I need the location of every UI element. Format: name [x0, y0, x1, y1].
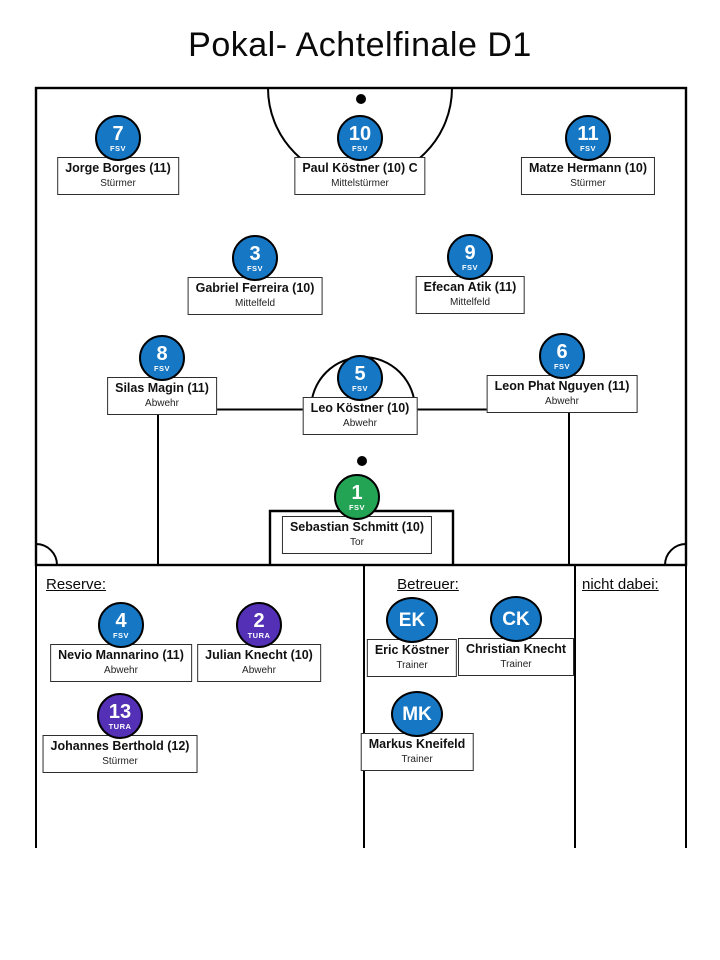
player-role: Trainer [396, 659, 428, 671]
player-club-label: FSV [351, 143, 369, 153]
player-badge: 10 FSV [337, 115, 383, 161]
player-badge: 5 FSV [337, 355, 383, 401]
player-badge: MK [391, 691, 443, 737]
page-title: Pokal- Achtelfinale D1 [188, 26, 532, 64]
player-club-label: TURA [247, 630, 271, 640]
player-number: 13 [108, 700, 132, 723]
player-club-label: FSV [153, 363, 171, 373]
player-label: Leo Köstner (10) Abwehr [302, 397, 418, 435]
player-club-label: FSV [112, 630, 130, 640]
player-name: Paul Köstner (10) C [302, 161, 418, 175]
reserve-heading: Reserve: [46, 576, 107, 593]
player-label: Silas Magin (11) Abwehr [107, 377, 217, 415]
penalty-spot [357, 456, 367, 466]
player-label: Eric Köstner Trainer [366, 639, 458, 677]
player-badge: 6 FSV [539, 333, 585, 379]
player-club-label: FSV [461, 262, 479, 272]
player-number: 11 [577, 122, 599, 145]
player-label: Leon Phat Nguyen (11) Abwehr [486, 375, 638, 413]
player-label: Sebastian Schmitt (10) Tor [281, 516, 433, 554]
player-label: Julian Knecht (10) Abwehr [197, 644, 321, 682]
player-role: Trainer [500, 658, 532, 670]
player-label: Efecan Atik (11) Mittelfeld [415, 276, 525, 314]
player-name: Silas Magin (11) [115, 381, 209, 395]
player-number: MK [402, 703, 432, 725]
player-number: 5 [354, 362, 366, 385]
player-number: 3 [249, 242, 261, 265]
field-border [34, 86, 688, 567]
player-club-label: FSV [109, 143, 127, 153]
player-badge: 2 TURA [236, 602, 282, 648]
player-name: Jorge Borges (11) [65, 161, 171, 175]
player-badge: 8 FSV [139, 335, 185, 381]
player-badge: 9 FSV [447, 234, 493, 280]
player-name: Sebastian Schmitt (10) [289, 520, 425, 534]
player-name: Nevio Mannarino (11) [58, 648, 184, 662]
player-role: Abwehr [145, 397, 179, 409]
player-number: 7 [112, 122, 124, 145]
betreuer-heading: Betreuer: [397, 576, 459, 593]
player-number: 1 [351, 481, 363, 504]
player-name: Leo Köstner (10) [310, 401, 410, 415]
player-label: Markus Kneifeld Trainer [360, 733, 474, 771]
player-badge: 4 FSV [98, 602, 144, 648]
player-role: Stürmer [570, 177, 606, 189]
player-club-label: FSV [246, 263, 264, 273]
player-role: Mittelstürmer [331, 177, 389, 189]
player-badge: CK [490, 596, 542, 642]
player-role: Stürmer [100, 177, 136, 189]
player-badge: 7 FSV [95, 115, 141, 161]
player-label: Christian Knecht Trainer [457, 638, 575, 676]
player-label: Johannes Berthold (12) Stürmer [42, 735, 198, 773]
player-role: Abwehr [104, 664, 138, 676]
player-name: Leon Phat Nguyen (11) [494, 379, 630, 393]
player-number: 6 [556, 340, 568, 363]
player-role: Abwehr [343, 417, 377, 429]
player-role: Trainer [401, 753, 433, 765]
player-role: Stürmer [102, 755, 138, 767]
player-badge: 13 TURA [97, 693, 143, 739]
player-club-label: TURA [108, 721, 132, 731]
nicht-dabei-heading: nicht dabei: [582, 576, 659, 593]
player-number: 10 [348, 122, 372, 145]
player-label: Gabriel Ferreira (10) Mittelfeld [187, 277, 323, 315]
player-club-label: FSV [351, 383, 369, 393]
player-number: 9 [464, 241, 476, 264]
player-role: Abwehr [242, 664, 276, 676]
player-number: 8 [156, 342, 168, 365]
player-name: Gabriel Ferreira (10) [195, 281, 315, 295]
kickoff-spot [356, 94, 366, 104]
player-club-label: FSV [553, 361, 571, 371]
player-badge: EK [386, 597, 438, 643]
player-club-label: FSV [579, 143, 597, 153]
player-name: Markus Kneifeld [368, 737, 466, 751]
player-label: Nevio Mannarino (11) Abwehr [50, 644, 192, 682]
player-club-label: FSV [348, 502, 366, 512]
player-badge: 1 FSV [334, 474, 380, 520]
player-number: CK [502, 608, 530, 630]
player-name: Efecan Atik (11) [423, 280, 517, 294]
player-role: Abwehr [545, 395, 579, 407]
player-badge: 3 FSV [232, 235, 278, 281]
player-name: Matze Hermann (10) [528, 161, 648, 175]
player-label: Paul Köstner (10) C Mittelstürmer [294, 157, 426, 195]
player-number: 4 [115, 609, 127, 632]
player-role: Tor [350, 536, 364, 548]
player-name: Julian Knecht (10) [205, 648, 313, 662]
player-name: Christian Knecht [465, 642, 567, 656]
player-number: 2 [253, 609, 265, 632]
player-name: Eric Köstner [374, 643, 450, 657]
player-role: Mittelfeld [449, 296, 491, 308]
player-role: Mittelfeld [234, 297, 275, 309]
player-label: Jorge Borges (11) Stürmer [57, 157, 179, 195]
player-number: EK [398, 609, 426, 631]
player-label: Matze Hermann (10) Stürmer [520, 157, 656, 195]
player-name: Johannes Berthold (12) [50, 739, 190, 753]
player-badge: 11 FSV [565, 115, 611, 161]
